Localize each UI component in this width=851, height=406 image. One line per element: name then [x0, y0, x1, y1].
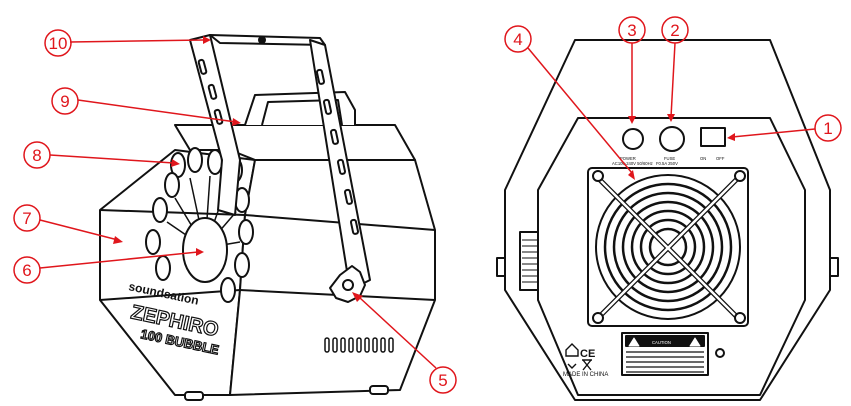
- vent-slots: [324, 337, 394, 353]
- power-switch: [700, 127, 726, 147]
- caution-title: CAUTION: [652, 340, 671, 345]
- callout-7-number: 7: [22, 209, 31, 228]
- on-label: ON: [700, 156, 706, 161]
- recycle-icon: [567, 363, 577, 369]
- home-use-icon: [565, 343, 579, 357]
- ce-mark-icon: CE: [580, 348, 595, 360]
- callout-6-circle: [13, 256, 41, 284]
- fan-grille: [587, 167, 749, 327]
- callout-8-circle: [23, 141, 51, 169]
- bubble-wheel: [145, 147, 254, 303]
- callout-10-circle: [44, 29, 72, 57]
- wheel-hub: [182, 217, 228, 283]
- callouts: [13, 16, 842, 394]
- weee-bin-icon: [582, 359, 592, 371]
- callout-4-number: 4: [513, 30, 522, 49]
- power-socket: [622, 128, 644, 150]
- callout-8-number: 8: [32, 146, 41, 165]
- callout-3-number: 3: [627, 21, 636, 40]
- screw-hole: [715, 348, 725, 358]
- mounting-bracket: [189, 34, 371, 291]
- fuse-sublabel: F0.5A 250V: [656, 161, 678, 166]
- rear-view: [496, 39, 839, 401]
- callout-1-number: 1: [823, 119, 832, 138]
- callout-2-circle: [661, 16, 689, 44]
- callout-7-circle: [13, 204, 41, 232]
- foot: [369, 385, 389, 395]
- caution-header: [625, 335, 705, 347]
- side-knob-right: [829, 257, 839, 277]
- callout-9-number: 9: [60, 92, 69, 111]
- callout-1-circle: [814, 114, 842, 142]
- callout-3-circle: [618, 16, 646, 44]
- callout-5-number: 5: [438, 371, 447, 390]
- bevel-line-3: [99, 209, 246, 216]
- rear-labels: POWER AC100-240V 50/60Hz FUSE F0.5A 250V…: [563, 156, 725, 378]
- off-label: OFF: [716, 156, 725, 161]
- callout-10-number: 10: [49, 34, 68, 53]
- fuse-label: FUSE: [664, 156, 675, 161]
- fuse-holder: [659, 126, 685, 152]
- bevel-line-4: [99, 289, 241, 301]
- callout-5-circle: [429, 366, 457, 394]
- callout-4-circle: [504, 25, 532, 53]
- foot: [184, 391, 204, 401]
- made-in-label: MADE IN CHINA: [563, 372, 608, 378]
- callout-numbers: 10 9 8 7 6 5 4 3 2 1: [22, 21, 832, 390]
- callout-2-number: 2: [670, 21, 679, 40]
- callout-6-number: 6: [22, 261, 31, 280]
- power-label: POWER: [620, 156, 636, 161]
- bracket-knob: [329, 265, 366, 303]
- side-knob-left: [496, 257, 506, 277]
- callout-9-circle: [51, 87, 79, 115]
- front-view: [99, 34, 436, 401]
- power-sublabel: AC100-240V 50/60Hz: [612, 161, 653, 166]
- certification-icons: CE: [565, 343, 595, 371]
- housing-right-face: [229, 159, 436, 396]
